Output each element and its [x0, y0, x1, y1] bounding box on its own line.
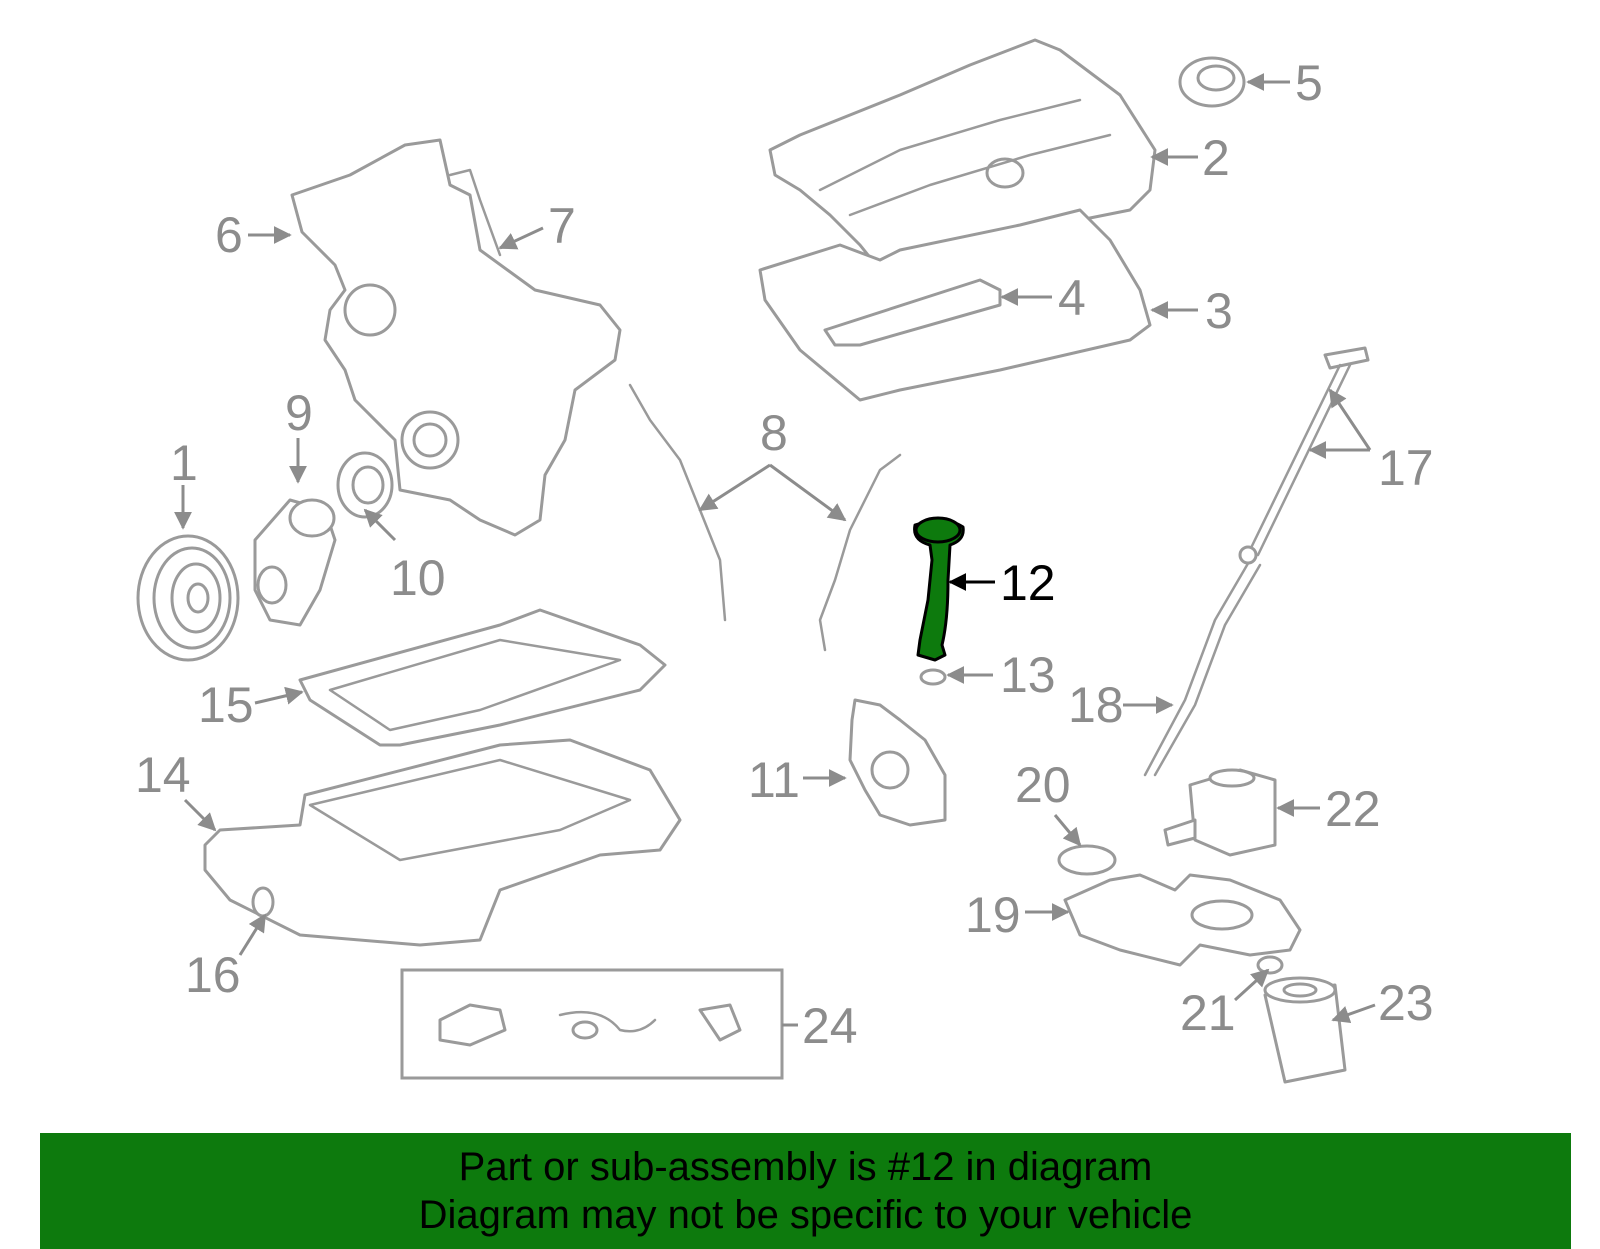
part-2-valve-cover[interactable]: [768, 38, 1157, 272]
callout-20: 20: [1015, 757, 1071, 813]
callout-13: 13: [1000, 647, 1056, 703]
callout-23: 23: [1378, 975, 1434, 1031]
leader-lines: [174, 73, 1376, 1027]
part-5-oil-filler-cap[interactable]: [1178, 56, 1246, 108]
part-23-oil-filter[interactable]: [1263, 976, 1347, 1084]
callout-7: 7: [548, 198, 576, 254]
part-17-dipstick[interactable]: [1248, 346, 1370, 557]
part-19-oil-filter-adapter[interactable]: [1063, 873, 1302, 967]
callout-10: 10: [390, 550, 446, 606]
callout-24: 24: [802, 998, 858, 1054]
part-20-filter-adapter-gasket[interactable]: [1057, 844, 1117, 876]
callout-5: 5: [1295, 55, 1323, 111]
info-banner: Part or sub-assembly is #12 in diagram D…: [40, 1133, 1571, 1249]
part-12-oil-pickup-tube[interactable]: [913, 516, 965, 662]
part-18-dipstick-tube[interactable]: [1143, 545, 1262, 777]
banner-line-disclaimer: Diagram may not be specific to your vehi…: [418, 1193, 1193, 1237]
callout-4: 4: [1058, 270, 1086, 326]
part-14-oil-pan[interactable]: [203, 738, 682, 947]
part-13-o-ring[interactable]: [919, 668, 947, 686]
parts-diagram: 1 2 3 4 5 6 7 8 9 10 11 12 13 14 15 16 1…: [135, 38, 1434, 1084]
part-10-front-seal[interactable]: [336, 451, 394, 519]
part-16-drain-plug[interactable]: [251, 886, 275, 918]
part-24-sensor-kit[interactable]: [400, 968, 784, 1080]
callout-18: 18: [1068, 677, 1124, 733]
part-9-tensioner[interactable]: [253, 498, 337, 627]
callout-3: 3: [1205, 283, 1233, 339]
callout-2: 2: [1202, 130, 1230, 186]
callout-16: 16: [185, 947, 241, 1003]
part-15-oil-pan-gasket[interactable]: [298, 608, 667, 747]
part-1-crankshaft-pulley[interactable]: [136, 534, 240, 662]
callout-14: 14: [135, 747, 191, 803]
callout-22: 22: [1325, 781, 1381, 837]
callout-11: 11: [748, 752, 800, 808]
callout-12: 12: [1000, 555, 1056, 611]
callout-15: 15: [198, 677, 254, 733]
callout-6: 6: [215, 207, 243, 263]
callout-8: 8: [760, 405, 788, 461]
part-22-oil-cooler[interactable]: [1163, 768, 1277, 857]
part-6-timing-cover[interactable]: [290, 138, 622, 537]
part-21-filter-adapter-stud[interactable]: [1256, 955, 1284, 975]
callout-19: 19: [965, 887, 1021, 943]
callout-17: 17: [1378, 440, 1434, 496]
part-11-oil-pump[interactable]: [848, 698, 947, 827]
callout-1: 1: [170, 435, 198, 491]
banner-line-highlight: Part or sub-assembly is #12 in diagram: [458, 1145, 1153, 1189]
part-8-timing-cover-gaskets[interactable]: [628, 383, 902, 652]
callout-21: 21: [1180, 985, 1236, 1041]
callout-9: 9: [285, 385, 313, 441]
part-4-spark-plug-gasket[interactable]: [823, 278, 1002, 347]
